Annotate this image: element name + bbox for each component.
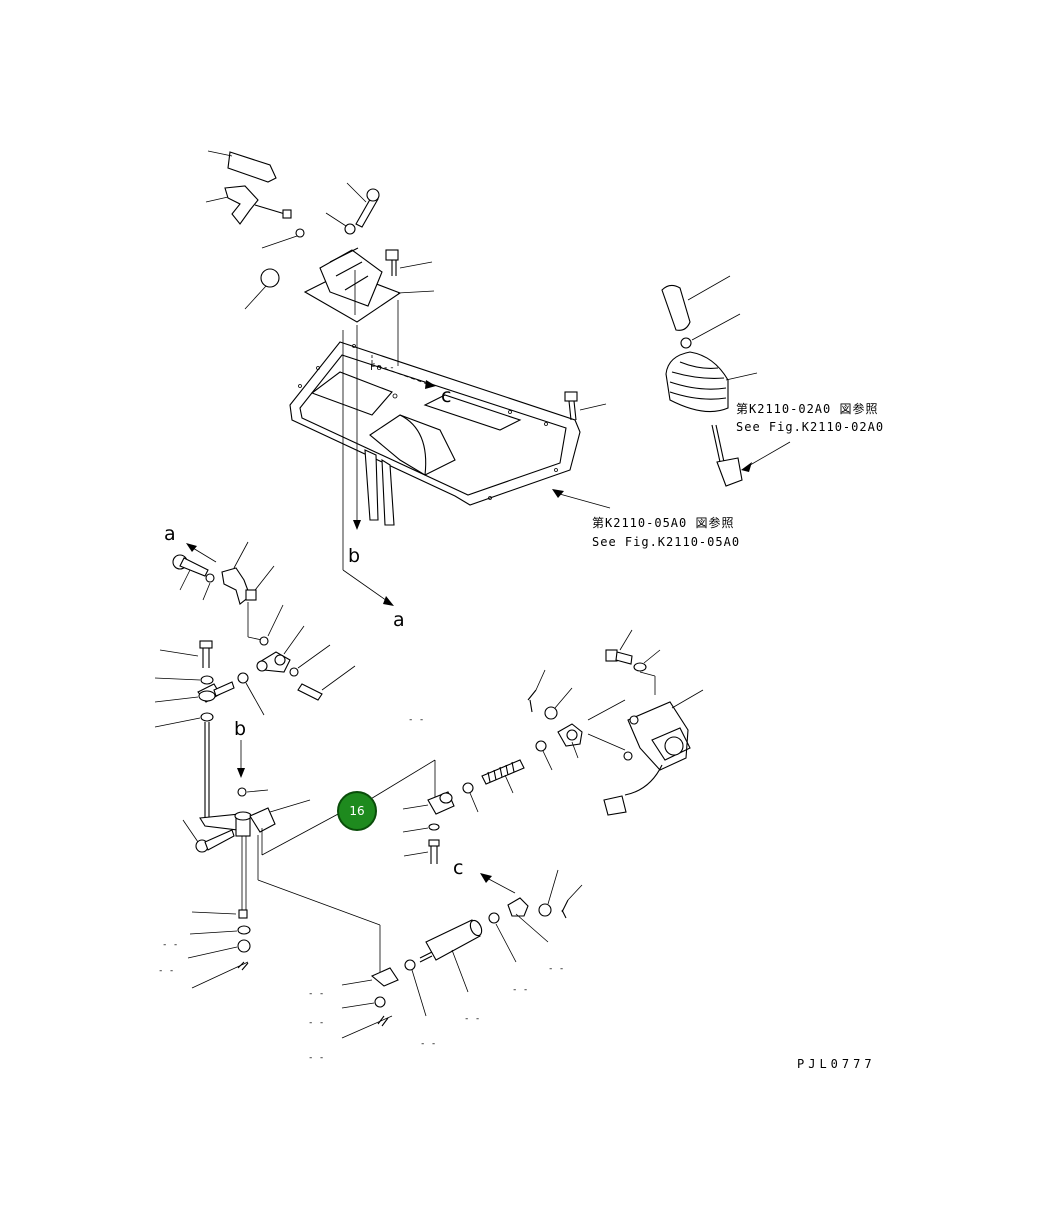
dash-mark: - - [548, 964, 564, 974]
dash-mark: - - [308, 1018, 324, 1028]
threaded-rod [481, 759, 525, 785]
drawing-code: PJL0777 [797, 1057, 876, 1071]
control-lever-assembly [661, 275, 791, 487]
dash-mark: - - [408, 715, 424, 725]
switch-box [319, 249, 383, 307]
lever-bracket [224, 185, 259, 225]
lever-grip [661, 284, 691, 331]
view-label-b-top: b [348, 545, 360, 567]
view-labels: a a b b c c [164, 385, 463, 879]
dash-mark: - - [308, 1053, 324, 1063]
reference-control-lever-en: See Fig.K2110-02A0 [736, 420, 884, 434]
view-label-c-mid: c [453, 857, 463, 879]
dash-mark: - - [308, 989, 324, 999]
reference-control-lever-ja: 第K2110-02A0 図参照 [736, 401, 878, 416]
connector [603, 795, 627, 816]
damper [425, 919, 481, 961]
reference-floor-en: See Fig.K2110-05A0 [592, 535, 740, 549]
top-assembly: Fo-- [205, 150, 611, 606]
dash-marks: - - - - - - - - - - - - - - - - - - - - [158, 715, 564, 1063]
rod-linkage [341, 629, 704, 1039]
view-label-a-top: a [164, 523, 176, 545]
clevis [221, 567, 251, 605]
reference-floor-ja: 第K2110-05A0 図参照 [592, 515, 734, 530]
svg-text:Fo--: Fo-- [370, 363, 396, 373]
dash-mark: - - [420, 1039, 436, 1049]
callout-circle[interactable] [337, 791, 377, 831]
view-label-b-mid: b [234, 718, 246, 740]
left-linkage [154, 541, 381, 989]
floor-plate [289, 341, 581, 506]
dash-mark: - - [464, 1014, 480, 1024]
cover-plate [227, 151, 277, 183]
dash-mark: - - [158, 966, 174, 976]
knob [260, 268, 280, 288]
dash-mark: - - [162, 940, 178, 950]
actuator [627, 701, 689, 771]
view-label-c-top: c [441, 385, 451, 407]
dash-mark: - - [512, 985, 528, 995]
view-label-a-mid: a [393, 609, 405, 631]
callout-badge[interactable]: 16 [337, 791, 377, 831]
figure-references: 第K2110-02A0 図参照 See Fig.K2110-02A0 第K211… [592, 401, 884, 549]
callout-number[interactable]: 16 [349, 804, 364, 818]
lever-boot [665, 351, 729, 413]
